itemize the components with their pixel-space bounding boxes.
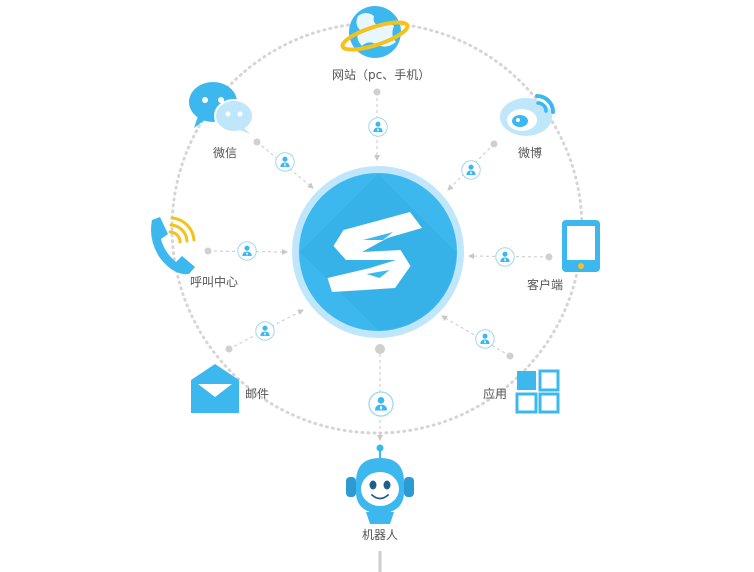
connector-line-callcenter bbox=[207, 248, 288, 255]
globe-icon bbox=[340, 6, 410, 58]
tablet-icon bbox=[562, 220, 600, 272]
wechat-icon bbox=[189, 82, 254, 134]
connector-line-app bbox=[441, 315, 511, 357]
connector-line-client bbox=[468, 253, 550, 260]
person-icon bbox=[368, 391, 394, 417]
phone-icon bbox=[151, 216, 196, 275]
app-grid-icon bbox=[515, 369, 560, 414]
connector-dots bbox=[204, 88, 553, 360]
weibo-icon bbox=[500, 94, 555, 136]
mail-icon bbox=[191, 364, 239, 413]
person-icon bbox=[475, 329, 495, 349]
person-icon bbox=[237, 241, 257, 261]
person-icon bbox=[255, 321, 275, 341]
label-weibo: 微博 bbox=[518, 146, 543, 160]
person-icon bbox=[275, 152, 295, 172]
label-callcenter: 呼叫中心 bbox=[190, 275, 239, 289]
label-app: 应用 bbox=[483, 387, 508, 401]
person-icon bbox=[368, 117, 388, 137]
label-client: 客户端 bbox=[527, 278, 564, 292]
label-wechat: 微信 bbox=[213, 146, 238, 160]
label-email: 邮件 bbox=[245, 387, 270, 401]
brand-s-logo-icon bbox=[292, 166, 464, 338]
person-icon bbox=[495, 247, 515, 267]
label-robot: 机器人 bbox=[362, 528, 399, 542]
robot-icon bbox=[346, 444, 414, 524]
label-website: 网站（pc、手机） bbox=[332, 68, 431, 82]
connector-line-email bbox=[228, 309, 304, 350]
person-icon bbox=[461, 160, 481, 180]
